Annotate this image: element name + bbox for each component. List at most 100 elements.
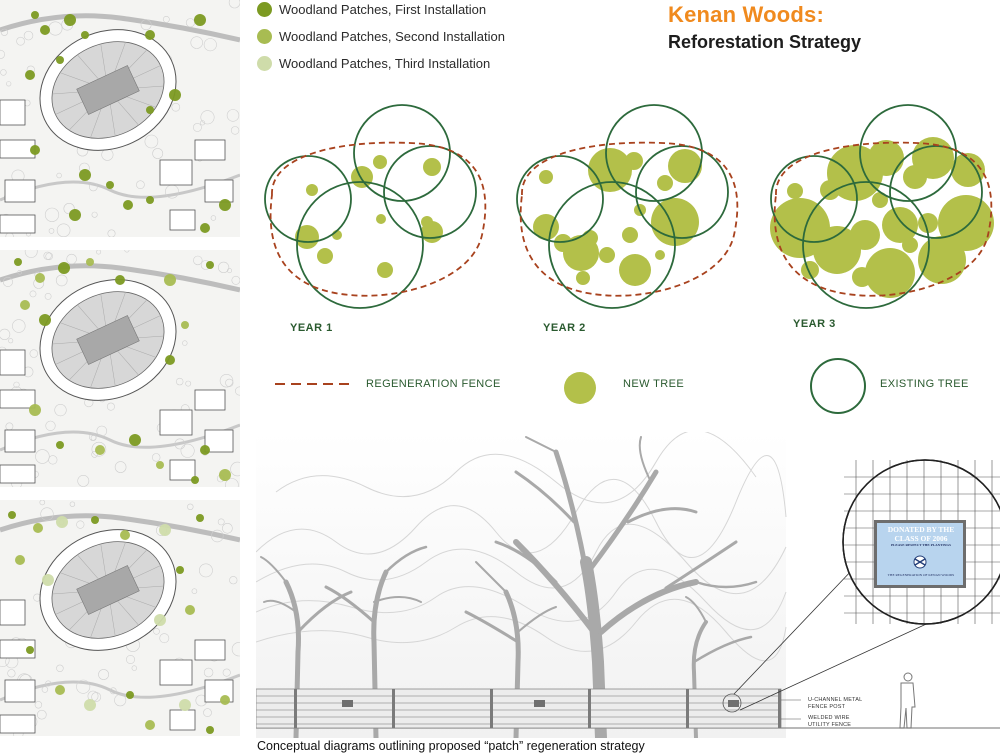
welded-wire-fence [256, 688, 782, 729]
new-tree [865, 248, 915, 298]
year-label-1: YEAR 1 [290, 322, 333, 334]
diagram-year-1 [264, 104, 487, 309]
regeneration-fence [269, 141, 487, 297]
woodland-patch [165, 355, 175, 365]
existing-tree [605, 104, 703, 202]
new-tree [619, 254, 651, 286]
woodland-patch [95, 445, 105, 455]
elevation-drawing [256, 432, 1000, 738]
plaque-text: DONATED BY THE CLASS OF 2006 PLEASE RESP… [880, 525, 962, 548]
woodland-patch [56, 56, 64, 64]
woodland-patch [86, 258, 94, 266]
plaque-face [877, 523, 963, 585]
woodland-patch [56, 441, 64, 449]
large-tree [494, 436, 758, 738]
new-tree [813, 226, 861, 274]
new-tree [625, 152, 643, 170]
woodland-patch [15, 555, 25, 565]
woodland-patch [56, 516, 68, 528]
fence-post [490, 689, 493, 728]
legend-label: Woodland Patches, Second Installation [279, 29, 505, 44]
site-map-drawing [0, 0, 240, 237]
woodland-patch [169, 89, 181, 101]
existing-tree-key-swatch [810, 358, 866, 414]
new-tree [951, 153, 985, 187]
existing-tree [548, 181, 676, 309]
site-map-third-installation [0, 500, 240, 736]
site-map-drawing [0, 500, 240, 736]
existing-tree [770, 155, 858, 243]
woodland-patch [200, 445, 210, 455]
human-scale-figure [899, 672, 916, 729]
woodland-patch [33, 523, 43, 533]
regeneration-fence [773, 141, 993, 297]
woodland-patch [115, 275, 125, 285]
new-tree [903, 165, 927, 189]
small-tree [324, 545, 428, 738]
new-tree [576, 271, 590, 285]
callout-line: UTILITY FENCE [808, 722, 852, 728]
new-tree [295, 225, 319, 249]
plaque-line-4: THE REGENERATION OF KENAN WOODS [887, 573, 955, 577]
fence-sign [534, 700, 545, 707]
woodland-patch [30, 145, 40, 155]
woodland-patch [26, 646, 34, 654]
key-label-existing-tree: EXISTING TREE [880, 378, 969, 390]
callout-utility-fence: WELDED WIRE UTILITY FENCE [808, 715, 851, 729]
legend-swatch-third [257, 56, 272, 71]
legend-swatch-second [257, 29, 272, 44]
new-tree [533, 214, 559, 240]
site-map-drawing [0, 250, 240, 487]
woodland-patch [69, 209, 81, 221]
page-subtitle: Reforestation Strategy [668, 32, 862, 52]
new-tree [376, 214, 386, 224]
new-tree [882, 207, 918, 243]
woodland-patch [84, 699, 96, 711]
new-tree [421, 221, 443, 243]
woodland-patch [20, 300, 30, 310]
fence-post [588, 689, 591, 728]
existing-trees [770, 104, 983, 309]
existing-tree [889, 145, 983, 239]
trees [260, 436, 758, 738]
existing-tree [353, 104, 451, 202]
woodland-patch [154, 614, 166, 626]
new-tree [872, 192, 888, 208]
plaque-line-2: CLASS OF 2006 [894, 534, 948, 543]
woodland-patch [126, 691, 134, 699]
woodland-patch [191, 476, 199, 484]
existing-tree [802, 181, 930, 309]
new-tree [787, 183, 803, 199]
fence-sign [342, 700, 353, 707]
woodland-patch [35, 273, 45, 283]
woodland-patch [206, 726, 214, 734]
woodland-patch [164, 274, 176, 286]
new-tree [377, 262, 393, 278]
new-tree [918, 236, 966, 284]
new-tree [852, 267, 872, 287]
woodland-patch [219, 469, 231, 481]
small-tree [464, 561, 557, 738]
fence-posts [294, 689, 781, 728]
woodland-patch [106, 181, 114, 189]
diagram-year-3 [770, 104, 994, 309]
existing-tree [859, 104, 957, 202]
woodland-patch [31, 11, 39, 19]
woodland-patch [146, 106, 154, 114]
existing-trees [516, 104, 729, 309]
woodland-patch [8, 511, 16, 519]
legend-item-second: Woodland Patches, Second Installation [257, 29, 505, 44]
new-tree [801, 261, 819, 279]
new-tree [668, 149, 702, 183]
site-map-second-installation [0, 250, 240, 487]
woodland-patch [200, 223, 210, 233]
existing-trees [264, 104, 477, 309]
diagram-year-2 [516, 104, 739, 309]
woodland-patch [25, 70, 35, 80]
woodland-patch [42, 574, 54, 586]
regeneration-fence [519, 141, 739, 297]
new-tree [655, 250, 665, 260]
plaque-line-3: PLEASE RESPECT THE PLANTINGS [890, 543, 952, 547]
woodland-patch [145, 30, 155, 40]
fence-post [294, 689, 297, 728]
